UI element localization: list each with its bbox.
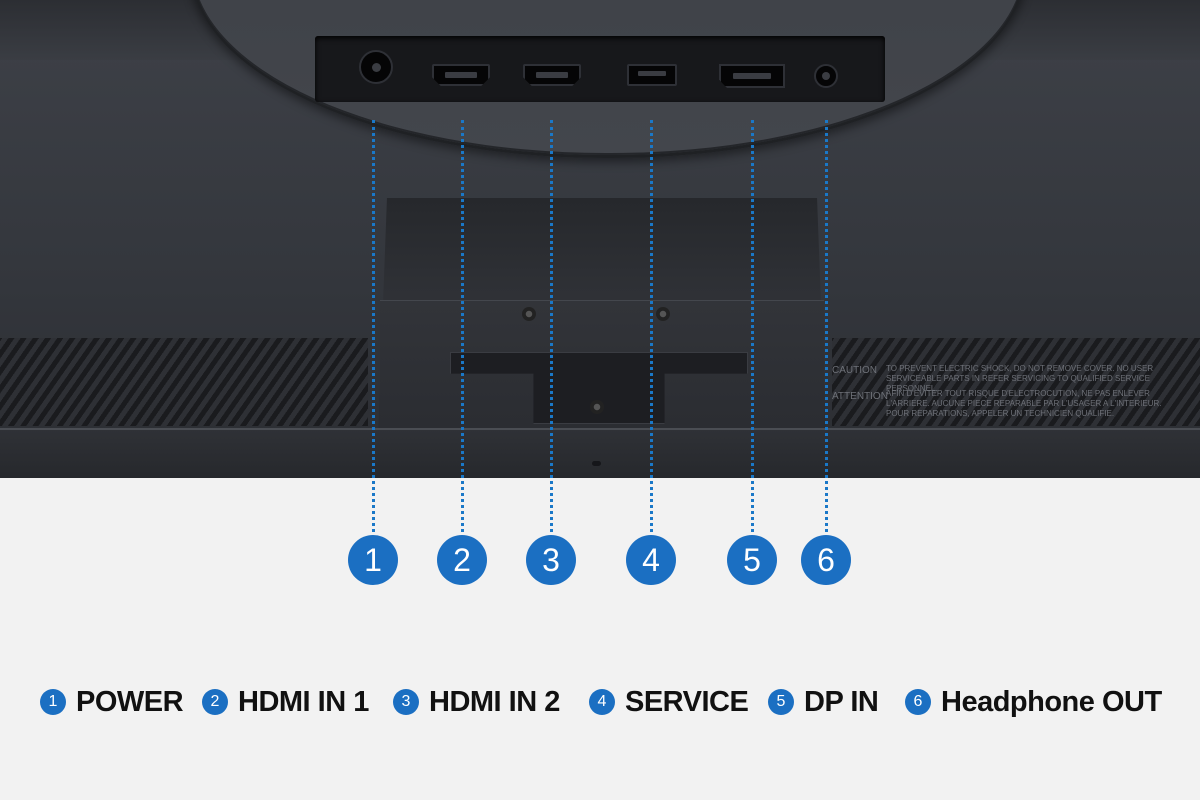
legend-item-hdmi-in-2: 3 HDMI IN 2 [393,682,560,722]
monitor-rear-image: CAUTION TO PREVENT ELECTRIC SHOCK, DO NO… [0,0,1200,478]
legend-number: 1 [40,689,66,715]
power-led-icon [592,461,601,466]
displayport-icon [719,64,785,88]
callout-line-service [650,120,653,532]
attention-word: ATTENTION [832,391,888,402]
screw-icon [656,307,670,321]
callout-line-hdmi-in-1 [461,120,464,532]
left-vent-grille [0,338,368,426]
port-bay [315,36,885,102]
legend-item-dp-in: 5 DP IN [768,682,879,722]
badge-hdmi-in-2: 3 [526,535,576,585]
callout-line-hdmi-in-2 [550,120,553,532]
callout-line-power [372,120,375,532]
legend-item-service: 4 SERVICE [589,682,749,722]
power-port-icon [359,50,393,84]
hdmi-port-icon [523,64,581,86]
badge-hdmi-in-1: 2 [437,535,487,585]
badge-service: 4 [626,535,676,585]
caution-word: CAUTION [832,365,877,376]
legend-number: 2 [202,689,228,715]
legend-item-hdmi-in-1: 2 HDMI IN 1 [202,682,369,722]
callout-line-dp-in [751,120,754,532]
legend-label: DP IN [804,685,879,718]
attention-text: AFIN D'EVITER TOUT RISQUE D'ELECTROCUTIO… [886,389,1162,418]
right-vent-grille [832,338,1200,426]
legend-number: 6 [905,689,931,715]
legend-label: SERVICE [625,685,749,718]
screw-icon [590,400,604,414]
legend-item-power: 1 POWER [40,682,184,722]
usb-port-icon [627,64,677,86]
headphone-jack-icon [814,64,838,88]
legend-number: 5 [768,689,794,715]
screw-icon [522,307,536,321]
legend-label: HDMI IN 2 [429,685,560,718]
legend-item-headphone-out: 6 Headphone OUT [905,682,1162,722]
caution-text: TO PREVENT ELECTRIC SHOCK, DO NOT REMOVE… [886,364,1154,393]
legend-number: 4 [589,689,615,715]
badge-dp-in: 5 [727,535,777,585]
legend-number: 3 [393,689,419,715]
hdmi-port-icon [432,64,490,86]
legend-label: HDMI IN 1 [238,685,369,718]
port-legend: 1 POWER 2 HDMI IN 1 3 HDMI IN 2 4 SERVIC… [0,682,1200,722]
legend-label: POWER [76,685,184,718]
badge-power: 1 [348,535,398,585]
badge-headphone-out: 6 [801,535,851,585]
callout-line-headphone-out [825,120,828,532]
bottom-rim [0,428,1200,478]
legend-label: Headphone OUT [941,685,1162,718]
caution-label: CAUTION TO PREVENT ELECTRIC SHOCK, DO NO… [832,362,1192,422]
